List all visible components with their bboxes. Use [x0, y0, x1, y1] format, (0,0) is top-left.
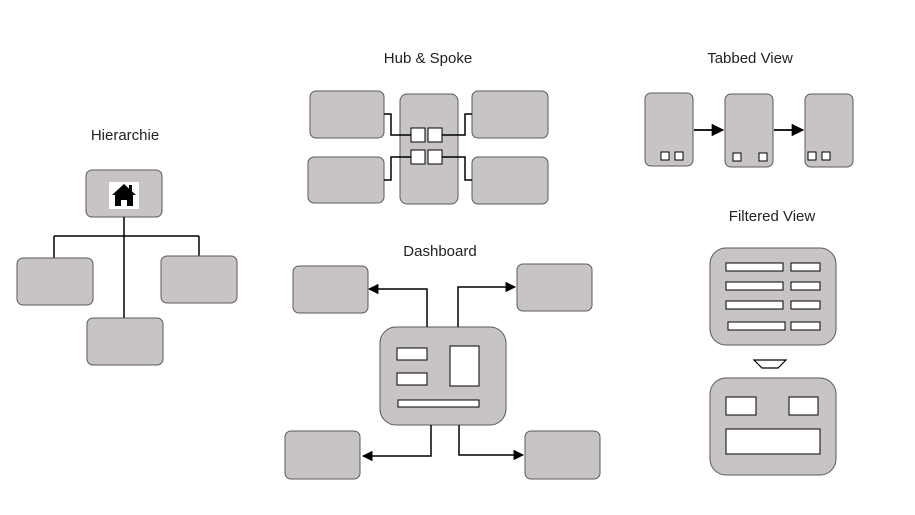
spoke-box-top-left — [309, 90, 385, 139]
tabbed-view-section: Tabbed View — [644, 50, 854, 168]
filtered-result-widgets — [725, 396, 821, 455]
hub-spoke-section: Hub & Spoke — [307, 50, 549, 205]
spoke-box-bottom-left — [307, 156, 385, 204]
hierarchy-child-bottom — [86, 317, 164, 366]
hub-box — [399, 93, 459, 205]
filtered-view-title: Filtered View — [729, 208, 816, 225]
filtered-result-box — [709, 377, 837, 476]
dashboard-box-top-left — [292, 265, 369, 314]
hub-spoke-connectors — [384, 113, 472, 181]
tabbed-view-title: Tabbed View — [707, 50, 793, 67]
hierarchy-child-left — [16, 257, 94, 306]
dashboard-box-bottom-right — [524, 430, 601, 480]
spoke-box-bottom-right — [471, 156, 549, 205]
filtered-list-box — [709, 247, 837, 346]
spoke-box-top-right — [471, 90, 549, 139]
tab-panel-1 — [644, 92, 694, 167]
hierarchy-section: Hierarchie — [16, 127, 238, 366]
dashboard-section: Dashboard — [284, 243, 601, 480]
tab-panel-2 — [724, 93, 774, 168]
filtered-view-section: Filtered View — [709, 208, 837, 476]
dashboard-title: Dashboard — [403, 243, 476, 260]
dashboard-connectors — [361, 281, 525, 462]
tab-buttons — [660, 151, 831, 162]
hierarchy-child-right — [160, 255, 238, 304]
dashboard-box-top-right — [516, 263, 593, 312]
dashboard-box-bottom-left — [284, 430, 361, 480]
hub-tiles — [410, 127, 443, 165]
dashboard-widgets — [396, 345, 480, 408]
tab-panel-3 — [804, 93, 854, 168]
hub-spoke-title: Hub & Spoke — [384, 50, 472, 67]
filter-arrow-icon — [752, 359, 788, 369]
filtered-list-rows — [725, 262, 821, 331]
hierarchy-title: Hierarchie — [91, 127, 159, 144]
hierarchy-connectors — [53, 217, 200, 318]
home-icon — [109, 182, 139, 209]
